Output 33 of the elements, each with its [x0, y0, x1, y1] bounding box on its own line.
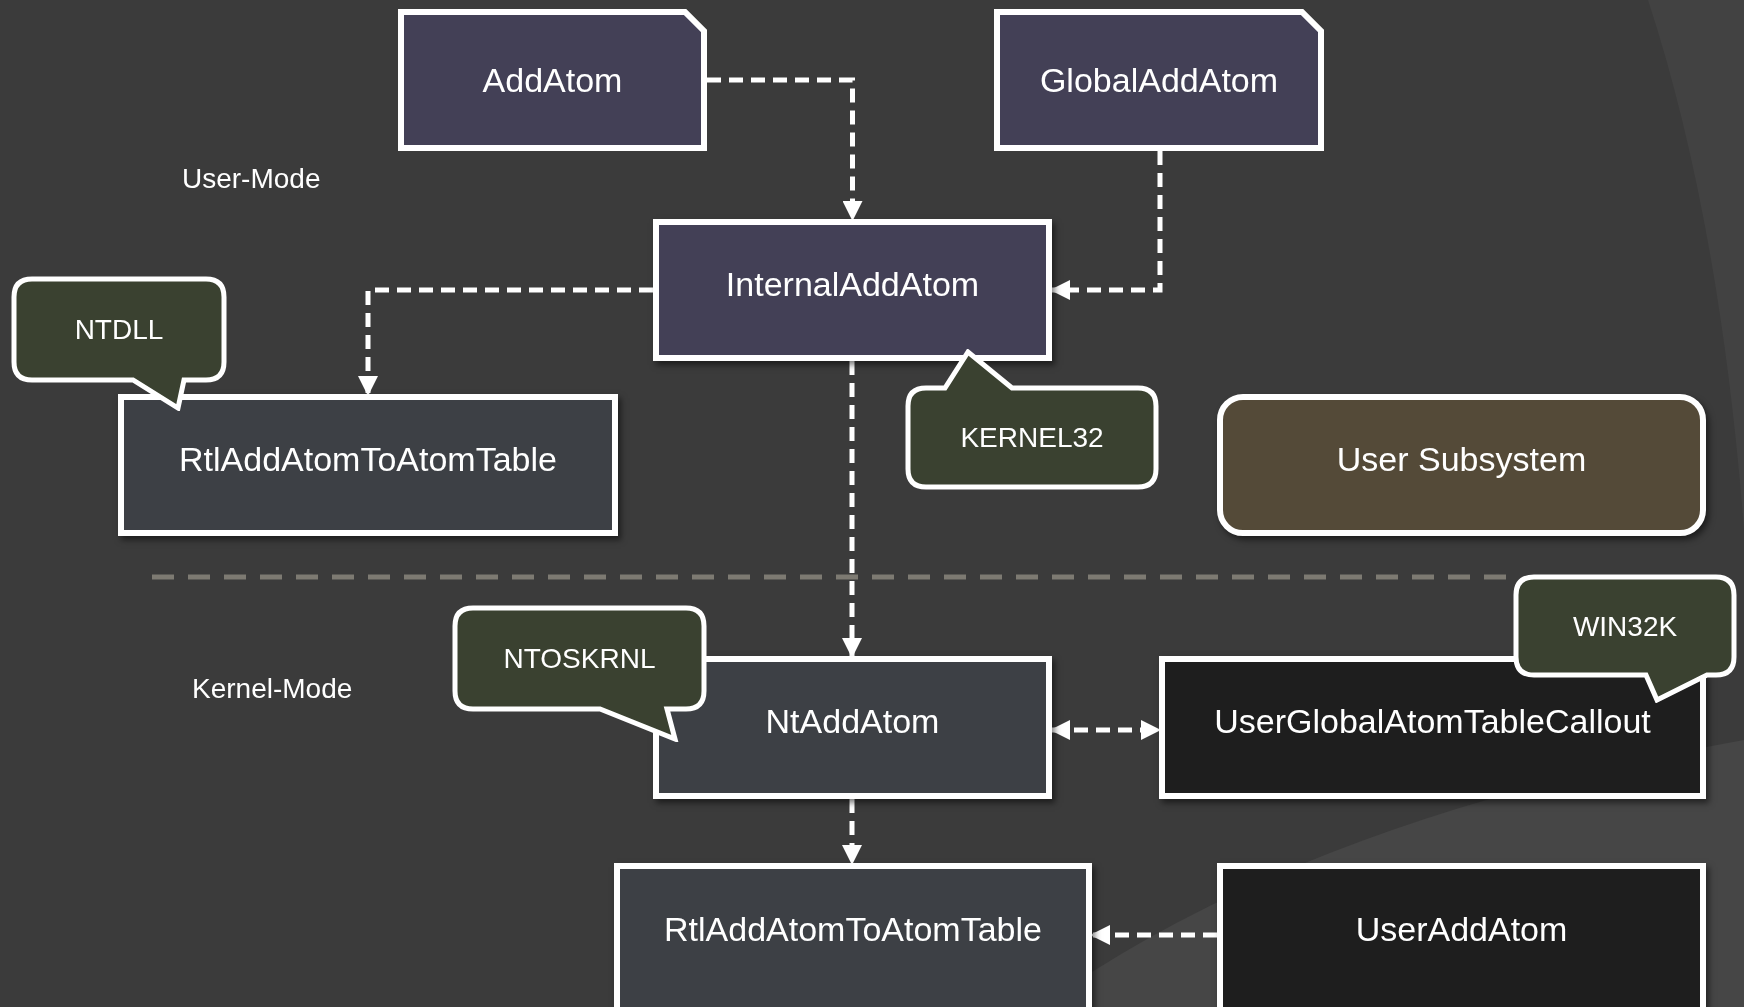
node-label: KERNEL32 — [960, 421, 1104, 455]
node-label: UserGlobalAtomTableCallout — [1214, 701, 1651, 743]
node-label: NTDLL — [74, 313, 164, 347]
dashed-arrow — [842, 361, 862, 658]
node-label: AddAtom — [482, 59, 623, 101]
function-box — [994, 9, 1324, 151]
function-box — [653, 219, 1052, 361]
dashed-arrow — [707, 77, 863, 221]
module-callout — [1513, 574, 1737, 703]
node-label: WIN32K — [1572, 609, 1678, 644]
module-callout — [905, 349, 1159, 490]
function-box — [1159, 656, 1706, 799]
dashed-arrow — [1050, 151, 1163, 300]
module-callout — [452, 605, 707, 742]
node-label: NTOSKRNL — [503, 642, 656, 676]
mode-label: Kernel-Mode — [192, 672, 353, 706]
subsystem-box — [1217, 394, 1706, 536]
node-label: NtAddAtom — [765, 701, 940, 743]
mode-label: User-Mode — [182, 162, 321, 196]
node-label: UserAddAtom — [1355, 908, 1568, 950]
function-box — [398, 9, 707, 151]
node-label: GlobalAddAtom — [1039, 59, 1279, 101]
node-label: InternalAddAtom — [725, 263, 980, 305]
dashed-arrow — [358, 287, 653, 396]
node-label: User Subsystem — [1336, 438, 1587, 480]
function-box — [118, 394, 618, 536]
function-box — [1217, 863, 1706, 1007]
dashed-arrow — [842, 799, 862, 865]
function-box — [614, 863, 1092, 1007]
module-callout — [11, 276, 227, 411]
node-label: RtlAddAtomToAtomTable — [179, 438, 557, 480]
function-box — [653, 656, 1052, 799]
node-label: RtlAddAtomToAtomTable — [664, 908, 1042, 950]
